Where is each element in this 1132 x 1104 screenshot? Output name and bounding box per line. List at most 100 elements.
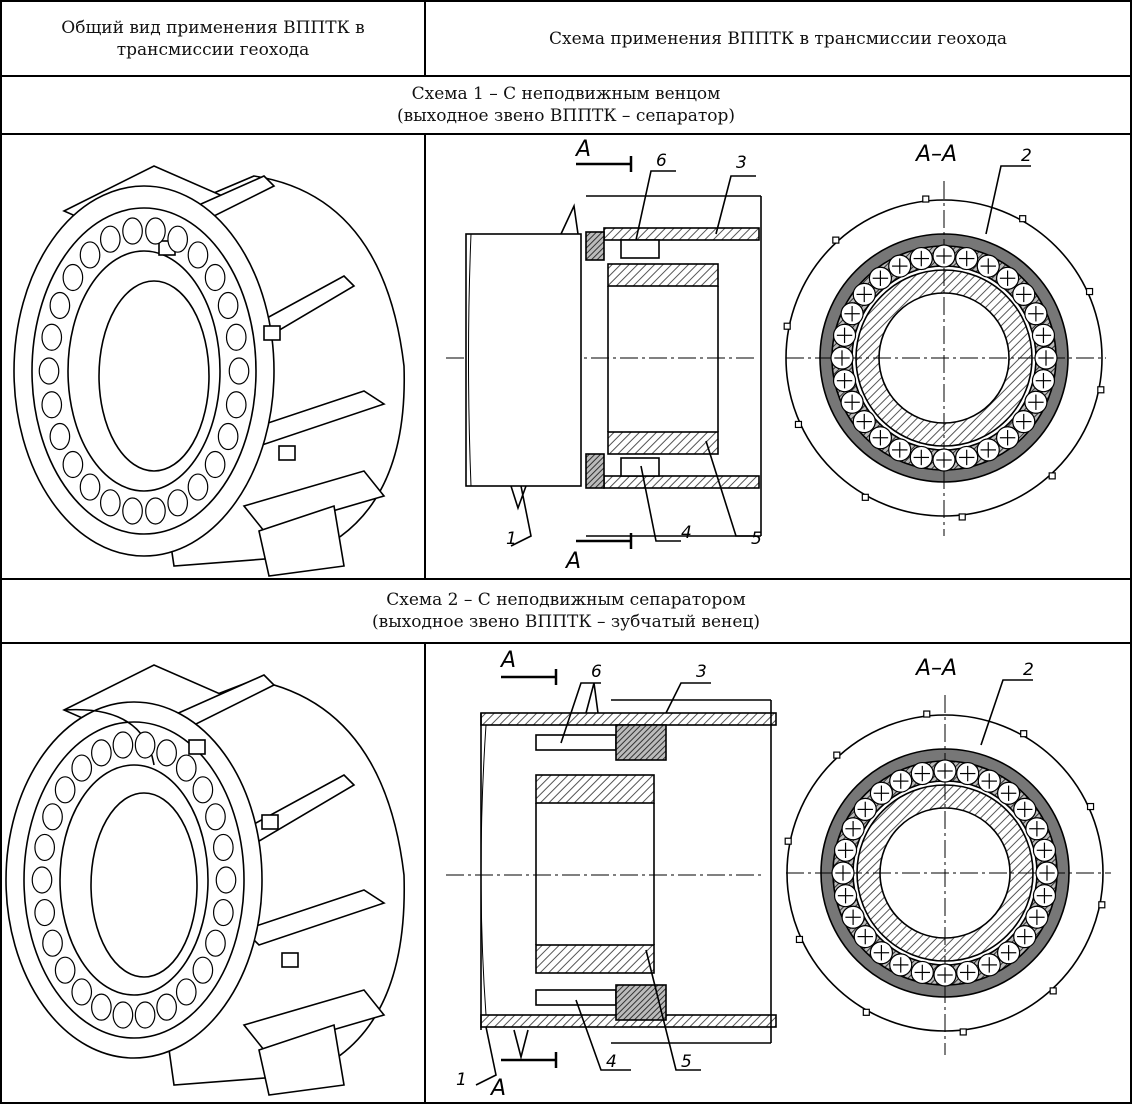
- ring-lug: [784, 837, 792, 845]
- ring-lug: [862, 1008, 870, 1016]
- callout-5: 5: [751, 529, 762, 549]
- iso-roller: [187, 241, 209, 269]
- ring-lug: [1097, 386, 1105, 394]
- iso-roller: [112, 731, 134, 759]
- ring-lug: [922, 195, 930, 203]
- ring-lug: [958, 513, 966, 521]
- isometric-view-scheme1: [13, 165, 405, 577]
- section-mark-bottom: A: [489, 1076, 506, 1101]
- ring-lug: [794, 420, 803, 429]
- iso-roller: [54, 776, 76, 804]
- iso-roller: [41, 323, 63, 351]
- iso-roller: [122, 217, 143, 245]
- iso-roller: [205, 803, 226, 831]
- table-rule: [0, 642, 1132, 644]
- callout-3: 3: [736, 153, 747, 173]
- iso-roller: [212, 833, 234, 862]
- iso-roller: [145, 497, 166, 525]
- section-view-title: A–A: [914, 142, 957, 167]
- ring-lug: [1049, 987, 1057, 995]
- scheme1-caption: Схема 1 – С неподвижным венцом (выходное…: [4, 77, 1128, 132]
- header-scheme: Схема применения ВППТК в трансмиссии гео…: [428, 4, 1128, 74]
- scheme1-subtitle: (выходное звено ВППТК – сепаратор): [396, 105, 736, 126]
- ring-lug: [861, 493, 869, 501]
- iso-roller: [79, 473, 101, 501]
- iso-roller: [225, 323, 247, 351]
- column-divider: [424, 133, 426, 578]
- cross-section-scheme2: A–A 2: [784, 656, 1111, 1055]
- iso-roller: [62, 450, 84, 479]
- iso-roller: [34, 833, 56, 862]
- callout-4: 4: [606, 1052, 617, 1072]
- callout-2: 2: [1021, 146, 1032, 166]
- iso-roller: [91, 739, 112, 767]
- table-border-right: [1130, 0, 1132, 1104]
- ring-lug: [1019, 215, 1027, 223]
- iso-roller: [134, 1001, 156, 1029]
- scheme2-caption: Схема 2 – С неподвижным сепаратором (вых…: [4, 580, 1128, 641]
- iso-roller: [71, 754, 93, 782]
- callout-5: 5: [681, 1052, 692, 1072]
- iso-roller: [134, 731, 156, 759]
- table-rule: [0, 578, 1132, 580]
- ring-lug: [795, 935, 804, 944]
- iso-roller: [204, 450, 226, 479]
- callout-1: 1: [456, 1070, 467, 1090]
- iso-roller: [99, 225, 121, 253]
- longitudinal-section-scheme1: A A 6 3 1 4 5: [446, 137, 762, 574]
- iso-roller: [156, 993, 177, 1021]
- header-general-view: Общий вид применения ВППТК в трансмиссии…: [4, 4, 422, 74]
- iso-roller: [38, 357, 60, 385]
- iso-roller: [112, 1001, 134, 1029]
- isometric-view-scheme2: [5, 664, 406, 1096]
- iso-roller: [215, 866, 237, 894]
- iso-roller: [167, 489, 189, 517]
- callout-4: 4: [681, 523, 692, 543]
- ring-lug: [923, 710, 931, 718]
- section-mark-top: A: [499, 648, 516, 673]
- column-divider: [424, 0, 426, 75]
- column-divider: [424, 642, 426, 1104]
- table-border-bottom: [0, 1102, 1132, 1104]
- iso-roller: [204, 263, 226, 292]
- ring-lug: [1048, 472, 1056, 480]
- iso-roller: [54, 956, 76, 984]
- iso-roller: [71, 978, 93, 1006]
- ring-lug: [783, 322, 791, 330]
- iso-roller: [91, 993, 112, 1021]
- longitudinal-section-scheme2: A A 6 3 1 4 5: [446, 648, 777, 1101]
- iso-roller: [187, 473, 209, 501]
- ring-lug: [1098, 901, 1106, 909]
- section-view-title: A–A: [914, 656, 957, 681]
- scheme1-title: Схема 1 – С неподвижным венцом: [411, 83, 721, 104]
- iso-roller: [99, 489, 121, 517]
- iso-roller: [212, 898, 234, 927]
- callout-3: 3: [696, 662, 707, 682]
- header-general-view-text: Общий вид применения ВППТК в трансмиссии…: [61, 18, 365, 60]
- iso-roller: [49, 422, 71, 451]
- section-mark-top: A: [574, 137, 591, 162]
- section-mark-bottom: A: [564, 549, 581, 574]
- iso-roller: [205, 929, 226, 957]
- iso-roller: [167, 225, 189, 253]
- scheme2-subtitle: (выходное звено ВППТК – зубчатый венец): [371, 611, 760, 632]
- iso-roller: [79, 241, 101, 269]
- scheme2-title: Схема 2 – С неподвижным сепаратором: [386, 589, 746, 610]
- iso-roller: [145, 217, 166, 245]
- cross-section-scheme1: A–A 2: [783, 142, 1106, 536]
- ring-lug: [1020, 730, 1028, 738]
- iso-roller: [217, 291, 239, 320]
- iso-roller: [34, 898, 56, 927]
- callout-2: 2: [1023, 660, 1034, 680]
- callout-6: 6: [591, 662, 602, 682]
- iso-roller: [49, 291, 71, 320]
- table-border-left: [0, 0, 2, 1104]
- iso-roller: [175, 754, 197, 782]
- iso-roller: [156, 739, 177, 767]
- iso-roller: [122, 497, 143, 525]
- ring-lug: [832, 236, 840, 244]
- header-scheme-text: Схема применения ВППТК в трансмиссии гео…: [548, 29, 1007, 49]
- iso-roller: [192, 776, 214, 804]
- callout-1: 1: [506, 529, 517, 549]
- table-border-top: [0, 0, 1132, 2]
